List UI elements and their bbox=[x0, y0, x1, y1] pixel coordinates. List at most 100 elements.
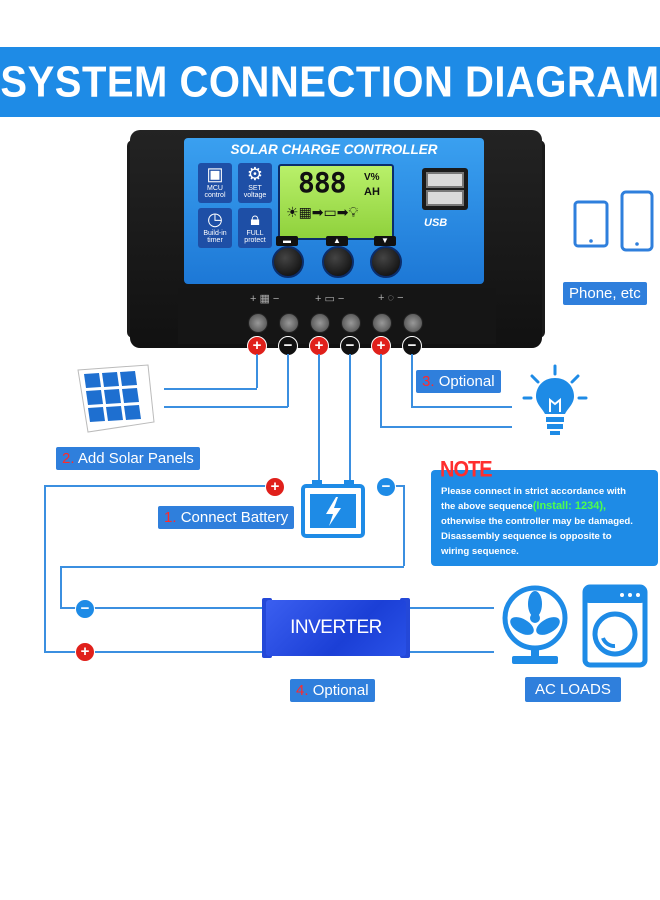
inverter-negative-icon: − bbox=[75, 599, 95, 619]
ac-loads-label: AC LOADS bbox=[525, 677, 621, 702]
optional-load-label: 3. Optional bbox=[416, 370, 501, 393]
wire bbox=[349, 354, 351, 480]
lcd-unit-bottom: AH bbox=[364, 186, 380, 198]
terminal-strip bbox=[178, 288, 496, 344]
step-label: Optional bbox=[312, 682, 369, 699]
load-terminal-label-icon: + ◌ − bbox=[378, 292, 404, 304]
down-icon: ▼ bbox=[374, 236, 396, 246]
inverter-label: INVERTER bbox=[290, 617, 382, 638]
load-positive-icon: + bbox=[371, 336, 391, 356]
solar-positive-icon: + bbox=[247, 336, 267, 356]
terminal-screw[interactable] bbox=[248, 313, 268, 333]
gear-icon: ⚙ bbox=[246, 164, 264, 184]
phone-label: Phone, etc bbox=[563, 282, 647, 305]
note-line: otherwise the controller may be damaged. bbox=[441, 516, 633, 527]
badge-label: FULL protect bbox=[244, 230, 266, 244]
step-number: 1. bbox=[164, 509, 177, 526]
terminal-screw[interactable] bbox=[372, 313, 392, 333]
up-icon: ▲ bbox=[326, 236, 348, 246]
menu-icon: ▬ bbox=[276, 236, 298, 246]
up-button[interactable] bbox=[322, 246, 354, 278]
wire bbox=[44, 485, 266, 487]
lcd-unit-top: V% bbox=[364, 172, 380, 183]
timer-badge: ◷ Build-in timer bbox=[198, 208, 232, 248]
battery-positive-icon: + bbox=[309, 336, 329, 356]
lock-icon: 🔒︎ bbox=[250, 209, 260, 229]
light-bulb-icon bbox=[522, 364, 588, 435]
terminal-screw[interactable] bbox=[279, 313, 299, 333]
wire bbox=[164, 388, 257, 390]
mcu-control-badge: ▣ MCU control bbox=[198, 163, 232, 203]
usb-label: USB bbox=[424, 217, 448, 229]
note-line: wiring sequence. bbox=[441, 546, 519, 557]
lcd-digits: 888 bbox=[298, 166, 347, 199]
controller-title: SOLAR CHARGE CONTROLLER bbox=[230, 142, 438, 157]
tablet-phone-icon bbox=[573, 190, 654, 252]
badge-label: MCU control bbox=[204, 185, 226, 199]
load-negative-icon: − bbox=[402, 336, 422, 356]
wire bbox=[380, 354, 382, 426]
wire bbox=[60, 566, 404, 568]
note-line-part: the above sequence bbox=[441, 501, 533, 512]
arrow-icon: ➡ bbox=[336, 204, 349, 220]
wire bbox=[60, 566, 62, 608]
terminal-screw[interactable] bbox=[403, 313, 423, 333]
set-voltage-badge: ⚙ SET voltage bbox=[238, 163, 272, 203]
wire bbox=[411, 406, 512, 408]
note-line: the above sequence(Install: 1234), bbox=[441, 499, 651, 514]
badge-label: Build-in timer bbox=[203, 230, 227, 244]
wire bbox=[318, 354, 320, 480]
inverter-positive-icon: + bbox=[75, 642, 95, 662]
inverter-device bbox=[266, 600, 406, 656]
fan-icon bbox=[502, 585, 568, 664]
down-button[interactable] bbox=[370, 246, 402, 278]
note-line: Disassembly sequence is opposite to bbox=[441, 531, 612, 542]
battery-icon bbox=[301, 480, 365, 538]
wire bbox=[406, 651, 494, 653]
wire bbox=[380, 426, 512, 428]
page-title: SYSTEM CONNECTION DIAGRAM bbox=[0, 57, 660, 106]
wire bbox=[60, 607, 266, 609]
note-box bbox=[431, 470, 658, 566]
step-label: Connect Battery bbox=[180, 509, 289, 526]
chip-icon: ▣ bbox=[206, 164, 224, 184]
install-sequence-highlight: (Install: 1234), bbox=[532, 500, 607, 512]
battery-wire-positive-icon: + bbox=[265, 477, 285, 497]
note-text: Please connect in strict accordance with… bbox=[441, 484, 651, 559]
full-protect-badge: 🔒︎ FULL protect bbox=[238, 208, 272, 248]
solar-terminal-label-icon: + ▦ − bbox=[250, 293, 280, 305]
battery-negative-icon: − bbox=[340, 336, 360, 356]
inverter-optional-label: 4. Optional bbox=[290, 679, 375, 702]
panel-icon: ▦ bbox=[298, 204, 312, 220]
clock-icon: ◷ bbox=[207, 209, 223, 229]
terminal-screw[interactable] bbox=[341, 313, 361, 333]
step-number: 3. bbox=[422, 373, 435, 390]
sun-icon: ☀ bbox=[286, 204, 299, 220]
usb-port bbox=[422, 168, 468, 210]
connect-battery-label: 1. Connect Battery bbox=[158, 506, 295, 529]
terminal-screw[interactable] bbox=[310, 313, 330, 333]
step-number: 4. bbox=[296, 682, 309, 699]
menu-button[interactable] bbox=[272, 246, 304, 278]
usb-slot bbox=[426, 190, 464, 206]
battery-icon: ▭ bbox=[323, 204, 337, 220]
battery-wire-negative-icon: − bbox=[376, 477, 396, 497]
note-title: NOTE bbox=[440, 457, 493, 483]
solar-negative-icon: − bbox=[278, 336, 298, 356]
wire bbox=[403, 485, 405, 566]
lcd-status-icons: ☀▦➡▭➡💡︎ bbox=[286, 204, 358, 221]
washing-machine-icon bbox=[582, 584, 648, 668]
step-number: 2. bbox=[62, 450, 75, 467]
wire bbox=[44, 485, 46, 651]
badge-label: SET voltage bbox=[243, 185, 267, 199]
lcd-screen bbox=[278, 164, 394, 240]
step-label: Add Solar Panels bbox=[77, 450, 194, 467]
wire bbox=[406, 607, 494, 609]
header-band bbox=[0, 47, 660, 117]
arrow-icon: ➡ bbox=[311, 204, 324, 220]
solar-panel-icon bbox=[77, 364, 155, 433]
wire bbox=[256, 354, 258, 388]
step-label: Optional bbox=[438, 373, 495, 390]
battery-terminal-label-icon: + ▭ − bbox=[315, 293, 345, 305]
wire bbox=[44, 651, 266, 653]
